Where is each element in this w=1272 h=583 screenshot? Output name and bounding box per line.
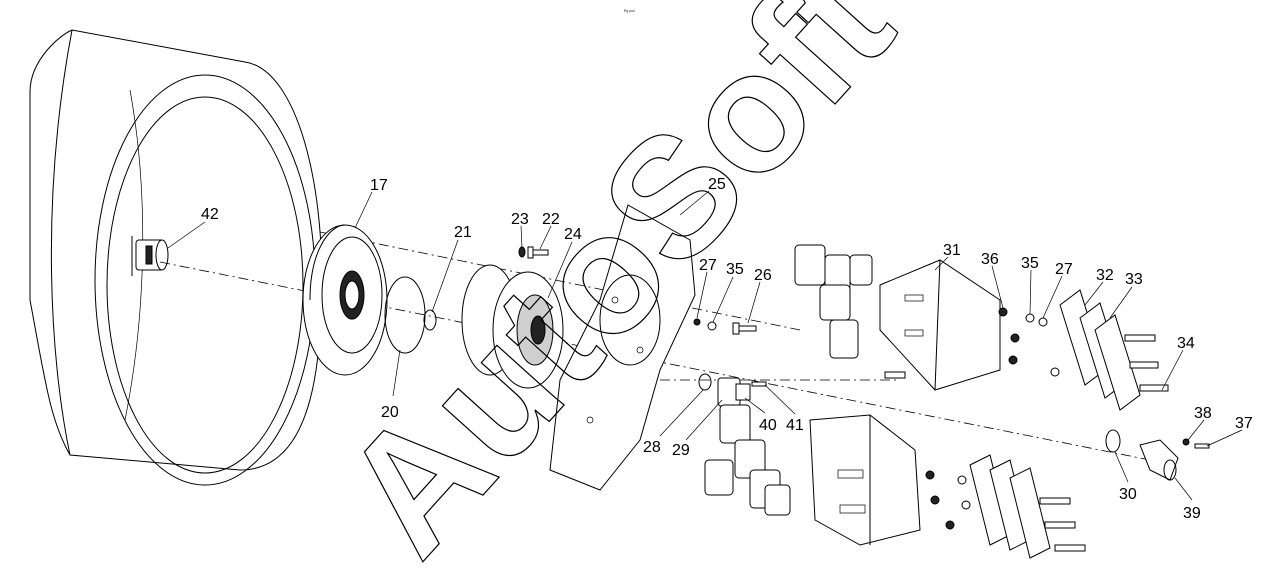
callout-35a: 35	[726, 261, 744, 278]
leader-lines	[167, 190, 1243, 501]
callout-21: 21	[454, 224, 472, 241]
nut-row-upper	[998, 307, 1060, 377]
pipe-fitting-39	[1139, 439, 1179, 481]
mounting-plate-25	[549, 204, 696, 491]
flange-17	[302, 224, 388, 376]
callout-23: 23	[511, 211, 529, 228]
header-marker: ᴾᵍ ᵖᵒᵒ	[624, 9, 635, 15]
callout-33: 33	[1125, 271, 1143, 288]
callout-20: 20	[381, 404, 399, 421]
callout-36: 36	[981, 251, 999, 268]
drum-shell	[29, 29, 323, 486]
callout-24: 24	[564, 226, 582, 243]
bolt-37	[1194, 443, 1210, 449]
o-ring-21	[423, 309, 437, 331]
gearbox-24	[461, 264, 564, 389]
washer-38	[1182, 438, 1190, 446]
callout-27b: 27	[1055, 261, 1073, 278]
bolt-set-26	[693, 318, 757, 335]
callout-31: 31	[943, 242, 961, 259]
upper-axis	[319, 231, 801, 331]
bolt-22	[527, 246, 549, 259]
callout-42: 42	[201, 206, 219, 223]
bracket-31	[879, 259, 1001, 391]
callout-17: 17	[370, 177, 388, 194]
callout-34: 34	[1177, 335, 1195, 352]
callout-22: 22	[542, 211, 560, 228]
nut-row-lower	[925, 470, 971, 530]
callout-labels: 17 42 21 20 23 22 24 25 27 35 26 31 36 3…	[201, 176, 1253, 522]
callout-35b: 35	[1021, 255, 1039, 272]
callout-39: 39	[1183, 505, 1201, 522]
callout-40: 40	[759, 417, 777, 434]
callout-30: 30	[1119, 486, 1137, 503]
damper-cluster-lower	[704, 404, 791, 516]
bracket-lower	[809, 414, 921, 546]
shim-plates-lower	[969, 454, 1086, 559]
callout-41: 41	[786, 417, 804, 434]
callout-28: 28	[643, 439, 661, 456]
o-ring-28	[698, 373, 712, 391]
callout-37: 37	[1235, 415, 1253, 432]
elbow-29	[717, 377, 751, 407]
callout-26: 26	[754, 267, 772, 284]
callout-29: 29	[672, 442, 690, 459]
callout-38: 38	[1194, 405, 1212, 422]
bolt-41	[751, 381, 767, 387]
callout-27a: 27	[699, 257, 717, 274]
callout-32: 32	[1096, 267, 1114, 284]
damper-cluster-upper	[794, 244, 906, 379]
callout-25: 25	[708, 176, 726, 193]
shim-plates-32-33	[1059, 289, 1169, 411]
o-ring-30	[1105, 429, 1121, 453]
coupling-hub-42	[131, 236, 169, 276]
